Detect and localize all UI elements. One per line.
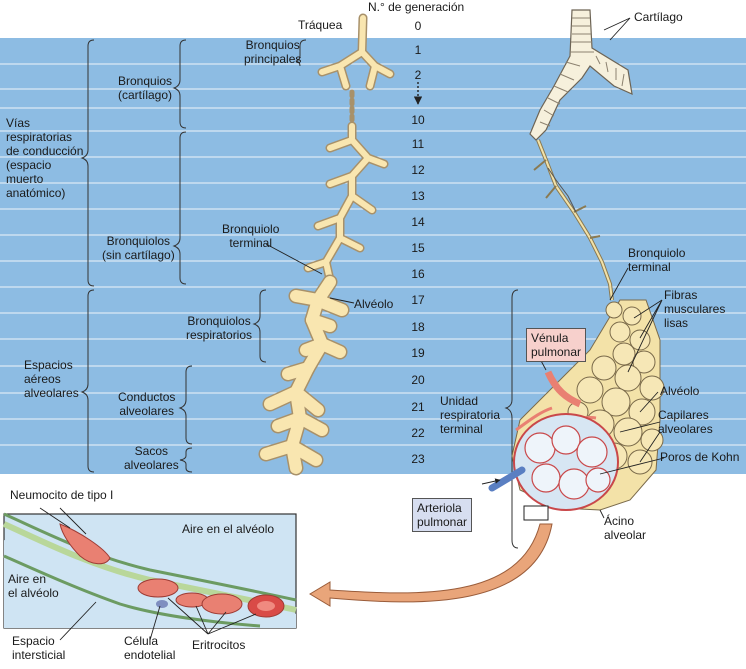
pores-label: Poros de Kohn [660, 450, 740, 464]
inset-arrow [309, 523, 553, 607]
venule-label: Vénula pulmonar [526, 328, 587, 362]
respiratory-bronchioles-label: Bronquiolos respiratorios [186, 314, 253, 342]
generation-15: 15 [411, 241, 425, 255]
terminal-unit-label: Unidad respiratoria terminal [440, 394, 501, 436]
type1-pneumocyte-label: Neumocito de tipo I [10, 488, 114, 502]
trachea-label: Tráquea [298, 18, 343, 32]
alveolar-sacs-label: Sacos alveolares [124, 444, 179, 472]
capillaries-label: Capilares alveolares [658, 408, 713, 436]
generation-header: N.° de generación [368, 0, 465, 14]
conducting-zone-label: Vías respiratorias de conducción (espaci… [6, 116, 84, 200]
generation-20: 20 [411, 373, 425, 387]
main-bronchi-label: Bronquios principales [244, 38, 302, 66]
endothelial-cell-label: Célula endotelial [124, 634, 176, 662]
erythrocytes-label: Eritrocitos [192, 638, 246, 652]
interstitial-space-label: Espacio intersticial [12, 634, 66, 662]
generation-19: 19 [411, 346, 425, 360]
generation-18: 18 [411, 320, 425, 334]
leader-lines [39, 17, 665, 641]
alveolus-label-left: Alvéolo [354, 297, 394, 311]
generation-16: 16 [411, 267, 425, 281]
terminal-bronchiole-label: Bronquiolo terminal [222, 222, 280, 250]
zone-brackets [80, 39, 519, 549]
smooth-muscle-label: Fibras musculares lisas [664, 288, 726, 330]
generation-11: 11 [411, 137, 425, 151]
generation-13: 13 [411, 189, 425, 203]
terminal-bronchiole-right-label: Bronquiolo terminal [628, 246, 686, 274]
generation-14: 14 [411, 215, 425, 229]
cartilage-label: Cartílago [634, 10, 683, 24]
arteriole-label: Arteriola pulmonar [412, 498, 473, 532]
alveolus-label-right: Alvéolo [660, 384, 700, 398]
generation-12: 12 [411, 163, 425, 177]
airway-tree [258, 13, 395, 476]
generation-2: 2 [414, 68, 422, 82]
generation-17: 17 [411, 293, 425, 307]
respiratory-zone-label: Espacios aéreos alveolares [24, 358, 79, 400]
bronchi-label: Bronquios (cartílago) [118, 74, 173, 102]
generation-1: 1 [414, 43, 422, 57]
acinus-label: Ácino alveolar [604, 514, 647, 542]
alveolar-capillary-inset [2, 512, 297, 629]
bronchioles-label: Bronquiolos (sin cartílago) [102, 234, 175, 262]
generation-0: 0 [414, 19, 422, 33]
generation-10: 10 [411, 113, 425, 127]
generation-23: 23 [411, 452, 425, 466]
alveolar-acinus-illustration [488, 299, 665, 521]
generation-21: 21 [411, 400, 425, 414]
alveolar-ducts-label: Conductos alveolares [118, 390, 176, 418]
air-left-label: Aire en el alvéolo [8, 572, 59, 600]
bronchial-tree-illustration [529, 9, 633, 301]
air-top-label: Aire en el alvéolo [182, 522, 275, 536]
generation-22: 22 [411, 426, 425, 440]
